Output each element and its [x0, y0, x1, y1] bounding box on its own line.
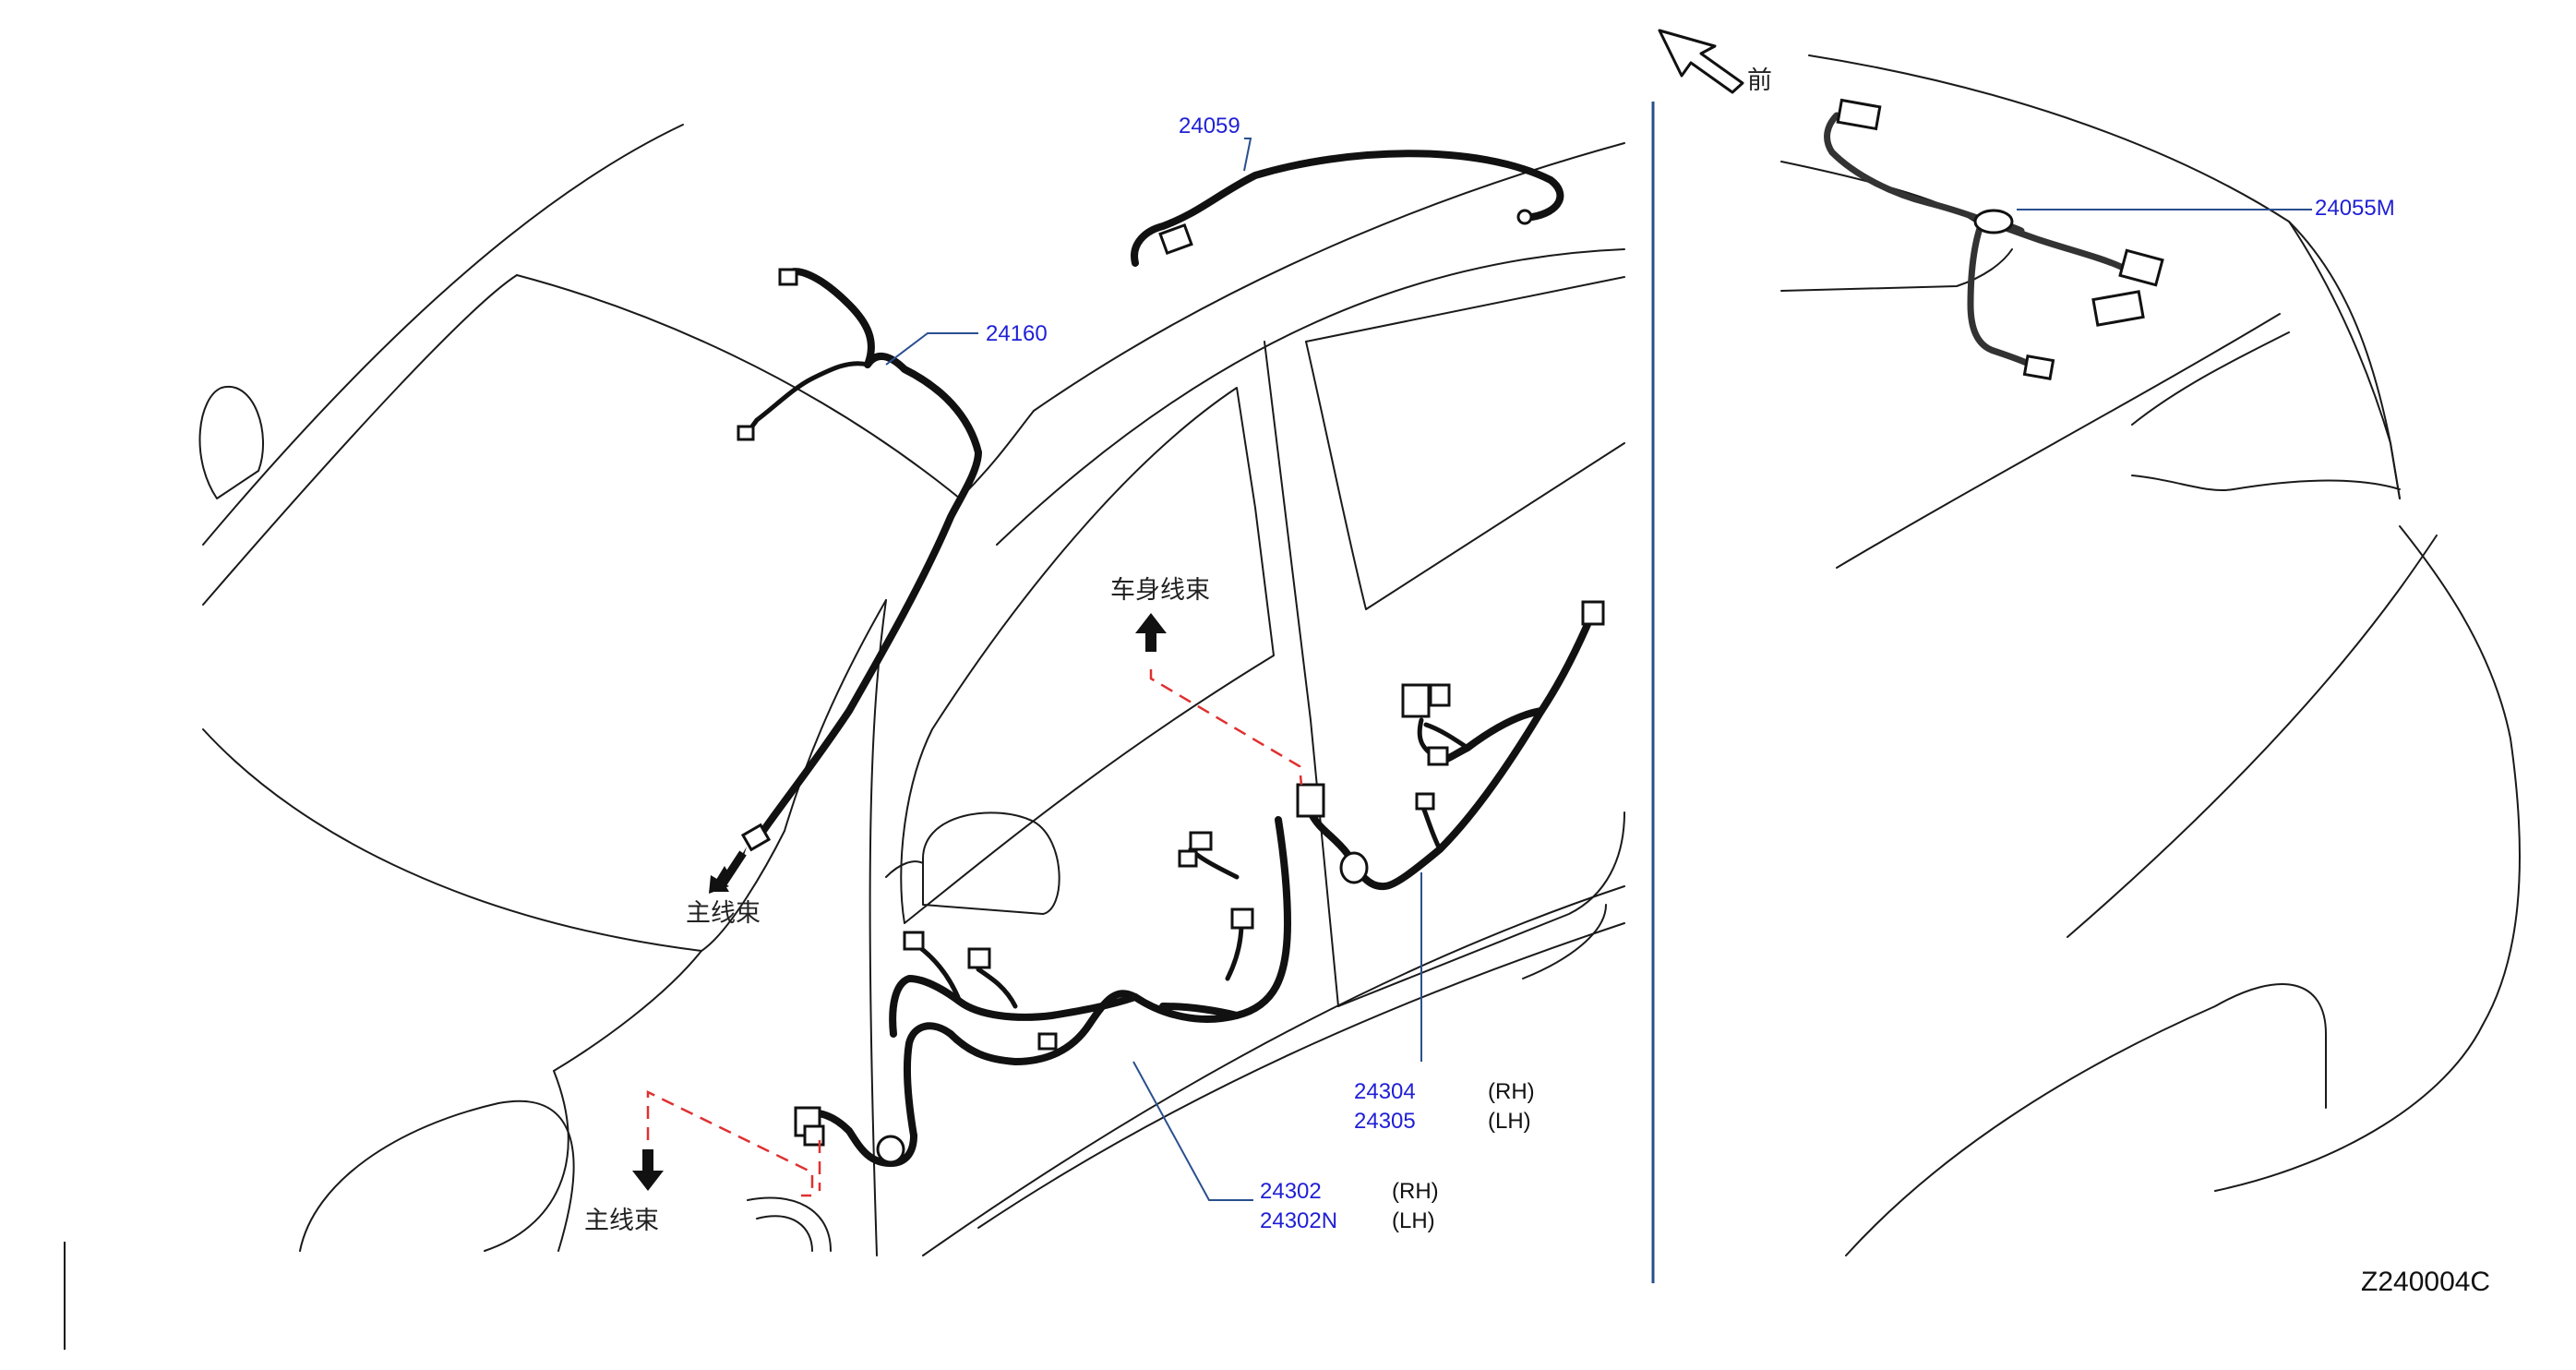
harness-24302 — [794, 816, 1291, 1167]
leader-24302 — [1132, 1061, 1253, 1201]
part-number-24305: 24305 — [1354, 1109, 1416, 1134]
part-number-24055m: 24055M — [2315, 196, 2395, 221]
main-harness-lower-guide-line — [646, 1089, 814, 1197]
leader-24059 — [1243, 138, 1252, 172]
side-24302n: (LH) — [1392, 1208, 1435, 1233]
harness-24055m — [1824, 98, 2164, 381]
part-number-24302n: 24302N — [1260, 1208, 1337, 1233]
main-harness-upper-label: 主线束 — [686, 899, 761, 928]
part-number-24304: 24304 — [1354, 1079, 1416, 1104]
harness-24059 — [1131, 150, 1564, 267]
part-number-24059: 24059 — [1179, 114, 1240, 138]
front-direction-arrow-icon — [1658, 29, 1744, 94]
side-24302: (RH) — [1392, 1179, 1439, 1204]
leader-24160 — [885, 332, 978, 366]
main-harness-lower-label: 主线束 — [584, 1207, 659, 1235]
car-body-outline-right — [1780, 54, 2521, 1256]
front-label: 前 — [1747, 66, 1772, 95]
harness-24304 — [1296, 600, 1605, 891]
harness-24160 — [737, 268, 982, 852]
side-24305: (LH) — [1488, 1109, 1531, 1134]
body-harness-label: 车身线束 — [1110, 576, 1210, 605]
diagram-code: Z240004C — [2361, 1267, 2490, 1297]
main-harness-lower-arrow-icon — [632, 1149, 664, 1191]
side-24304: (RH) — [1488, 1079, 1535, 1104]
main-harness-upper-arrow-icon — [709, 847, 747, 894]
car-body-outline-left — [198, 124, 1625, 1256]
body-harness-guide-line — [1149, 669, 1303, 786]
part-number-24160: 24160 — [986, 321, 1048, 346]
part-number-24302: 24302 — [1260, 1179, 1322, 1204]
body-harness-arrow-icon — [1135, 613, 1167, 652]
